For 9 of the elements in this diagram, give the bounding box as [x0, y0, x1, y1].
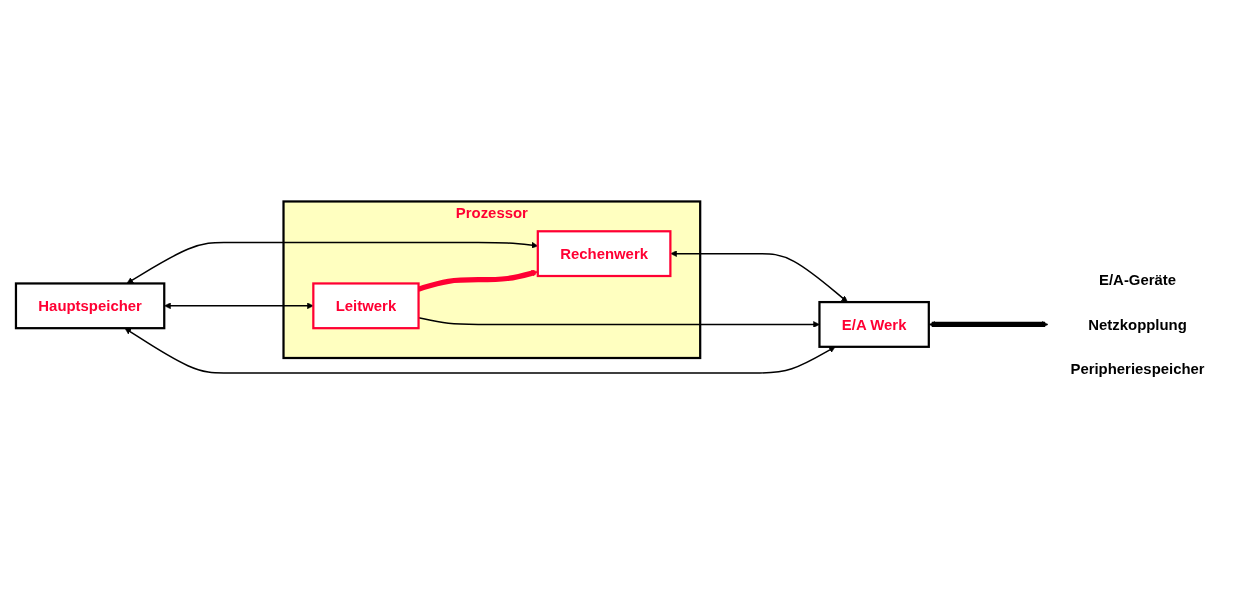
arrow [124, 328, 836, 374]
node-box: Hauptspeicher [14, 282, 166, 330]
node-text: E/A-Geräte Netzkopplung Peripheriespeicher [1070, 271, 1205, 378]
node-box: E/A Werk [818, 300, 930, 348]
node-box: Rechenwerk [536, 230, 672, 278]
arrow [928, 321, 1049, 328]
arrow [670, 250, 848, 303]
arrow [164, 302, 314, 310]
node-box: Leitwerk [312, 282, 420, 330]
